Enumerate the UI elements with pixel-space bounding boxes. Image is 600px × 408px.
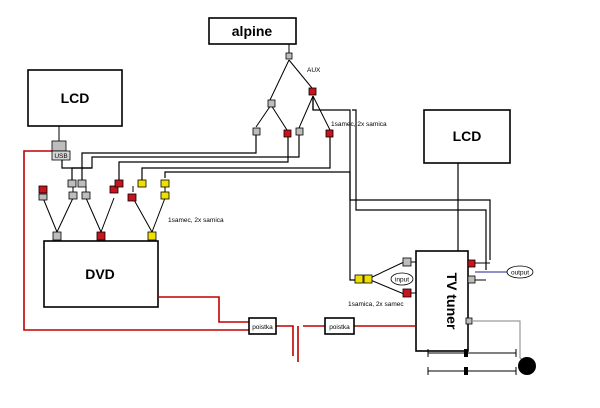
dvd-audio-r-jack bbox=[96, 231, 106, 241]
plug-red bbox=[109, 185, 119, 194]
plug-grey bbox=[67, 179, 77, 188]
dvd-label: DVD bbox=[85, 266, 115, 282]
antenna-base bbox=[518, 357, 536, 375]
plug-yellow bbox=[137, 179, 147, 188]
plug-grey bbox=[38, 193, 48, 201]
plug-grey bbox=[77, 179, 87, 188]
output-label: output bbox=[511, 270, 529, 277]
plug-grey bbox=[68, 191, 78, 200]
splitter-right-label: 1samica, 2x samec bbox=[348, 301, 404, 308]
tuner-input-splitter: input 1samica, 2x samec bbox=[348, 257, 416, 308]
lcd-left-label: LCD bbox=[61, 90, 90, 106]
plug-red bbox=[38, 185, 48, 194]
splitter-left-label: 1samec, 2x samica bbox=[168, 217, 224, 224]
dvd-video-jack bbox=[147, 231, 157, 241]
fuse-left-label: poistka bbox=[252, 324, 273, 331]
usb-connector: USB bbox=[51, 126, 71, 161]
input-label: input bbox=[395, 277, 409, 284]
aux-label: AUX bbox=[307, 67, 321, 74]
plug-grey bbox=[402, 257, 412, 267]
lcd-right-screen: LCD bbox=[423, 109, 511, 164]
tv-tuner-label: TV tuner bbox=[444, 273, 460, 330]
antenna-clip bbox=[464, 349, 468, 357]
plug-grey bbox=[467, 275, 476, 284]
plug-red bbox=[467, 259, 476, 268]
plug-grey bbox=[252, 127, 261, 136]
antenna-jack bbox=[465, 317, 473, 325]
plug-yellow bbox=[354, 274, 364, 284]
usb-label: USB bbox=[54, 153, 67, 160]
fuse-right-label: poistka bbox=[329, 324, 350, 331]
output-bubble bbox=[506, 265, 534, 279]
dvd-audio-l-jack bbox=[52, 231, 62, 241]
aux-splitter: AUX 1samec, 2x samica bbox=[252, 44, 387, 138]
input-bubble bbox=[390, 272, 414, 286]
alpine-label: alpine bbox=[232, 23, 273, 39]
fuse-right: poistka bbox=[324, 317, 355, 335]
lcd-right-label: LCD bbox=[453, 128, 482, 144]
tv-tuner: TV tuner bbox=[415, 250, 469, 352]
dvd-player: DVD bbox=[43, 240, 159, 308]
signal-wires bbox=[61, 96, 491, 281]
antenna bbox=[427, 317, 536, 375]
lcd-left-screen: LCD bbox=[27, 69, 123, 127]
plug-yellow bbox=[160, 179, 170, 188]
fuse-left: poistka bbox=[248, 317, 277, 335]
tuner-output: output bbox=[467, 259, 534, 284]
plug-red bbox=[308, 87, 317, 96]
plug-red bbox=[283, 129, 292, 138]
aux-plug bbox=[285, 52, 293, 60]
splitter-top-label: 1samec, 2x samica bbox=[331, 121, 387, 128]
plug-red bbox=[127, 193, 137, 202]
plug-red bbox=[114, 179, 124, 188]
power-wires bbox=[23, 150, 416, 362]
antenna-clip bbox=[464, 367, 468, 375]
plug-yellow bbox=[363, 274, 373, 284]
alpine-unit: alpine bbox=[208, 17, 297, 45]
dvd-splitters: 1samec, 2x samica bbox=[38, 179, 224, 241]
plug-yellow bbox=[160, 191, 170, 200]
plug-grey bbox=[267, 99, 276, 108]
plug-red bbox=[325, 129, 334, 138]
plug-grey bbox=[295, 127, 304, 136]
plug-grey bbox=[81, 191, 91, 200]
plug-red bbox=[402, 288, 412, 298]
